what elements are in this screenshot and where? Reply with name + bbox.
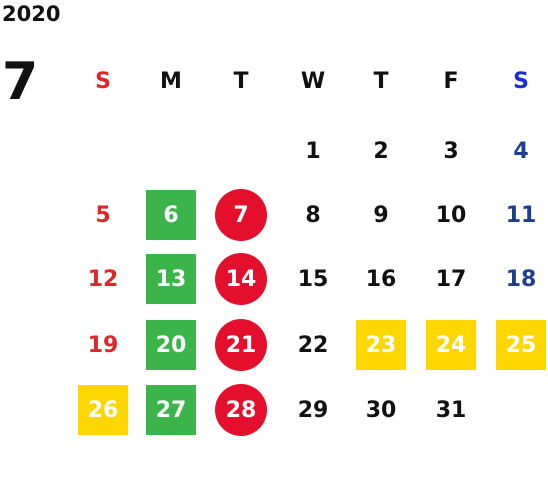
day-cell-19[interactable]: 19 (87, 332, 119, 358)
day-cell-1[interactable]: 1 (305, 138, 321, 164)
day-cell-22[interactable]: 22 (297, 332, 329, 358)
day-cell-24[interactable]: 24 (426, 320, 476, 370)
weekday-header-1: M (160, 68, 182, 94)
day-cell-12[interactable]: 12 (87, 266, 119, 292)
day-cell-30[interactable]: 30 (365, 397, 397, 423)
day-cell-28[interactable]: 28 (215, 384, 267, 436)
day-cell-23[interactable]: 23 (356, 320, 406, 370)
weekday-header-2: T (233, 68, 249, 94)
day-cell-27[interactable]: 27 (146, 385, 196, 435)
day-cell-3[interactable]: 3 (443, 138, 459, 164)
day-cell-7[interactable]: 7 (215, 189, 267, 241)
day-cell-18[interactable]: 18 (505, 266, 537, 292)
day-cell-17[interactable]: 17 (435, 266, 467, 292)
day-cell-2[interactable]: 2 (373, 138, 389, 164)
weekday-header-6: S (513, 68, 529, 94)
day-cell-25[interactable]: 25 (496, 320, 546, 370)
day-cell-26[interactable]: 26 (78, 385, 128, 435)
day-cell-6[interactable]: 6 (146, 190, 196, 240)
day-cell-20[interactable]: 20 (146, 320, 196, 370)
weekday-header-5: F (443, 68, 459, 94)
day-cell-4[interactable]: 4 (513, 138, 529, 164)
day-cell-5[interactable]: 5 (95, 202, 111, 228)
day-cell-15[interactable]: 15 (297, 266, 329, 292)
day-cell-31[interactable]: 31 (435, 397, 467, 423)
day-cell-8[interactable]: 8 (305, 202, 321, 228)
year-label: 2020 (2, 2, 61, 26)
day-cell-29[interactable]: 29 (297, 397, 329, 423)
day-cell-21[interactable]: 21 (215, 319, 267, 371)
day-cell-10[interactable]: 10 (435, 202, 467, 228)
day-cell-16[interactable]: 16 (365, 266, 397, 292)
weekday-header-3: W (300, 68, 326, 94)
day-cell-9[interactable]: 9 (373, 202, 389, 228)
month-label: 7 (2, 52, 39, 112)
day-cell-14[interactable]: 14 (215, 253, 267, 305)
day-cell-11[interactable]: 11 (505, 202, 537, 228)
weekday-header-0: S (95, 68, 111, 94)
day-cell-13[interactable]: 13 (146, 254, 196, 304)
weekday-header-4: T (373, 68, 389, 94)
